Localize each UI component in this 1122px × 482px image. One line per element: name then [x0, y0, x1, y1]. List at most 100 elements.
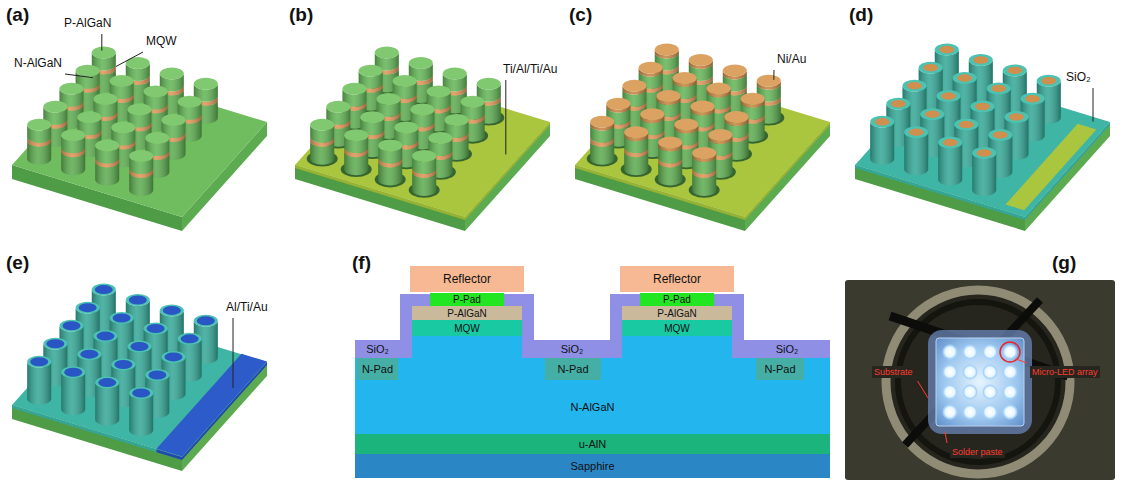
pillar-top [987, 82, 1011, 94]
pillar-top [129, 150, 153, 162]
micro-led [1003, 345, 1017, 359]
pillar-contact [1041, 77, 1056, 85]
layer-name: N-Pad [764, 363, 795, 375]
pillar-top [1005, 111, 1029, 123]
pillar-top [606, 98, 630, 110]
pillar-top [92, 47, 116, 59]
pillar-top [707, 82, 731, 94]
pillar-top [1003, 64, 1027, 76]
pillar-top [725, 111, 749, 123]
pillar-contact [957, 74, 972, 82]
pillar-contact [977, 149, 992, 157]
pillar-contact [875, 118, 890, 126]
pillar-top [178, 96, 202, 108]
pillar-contact [97, 332, 115, 341]
leader-line [233, 318, 234, 388]
pillar-top [938, 137, 962, 149]
pillar-top [343, 83, 367, 95]
layer-name: MQW [454, 323, 480, 334]
material-callout: SiO₂ [1066, 70, 1091, 85]
material-callout: Ni/Au [777, 52, 806, 67]
pillar-top [870, 116, 894, 128]
illustration-group [12, 34, 1115, 480]
pillar-contact [30, 357, 48, 366]
layer-name: u-AlN [579, 438, 607, 450]
pillar-contact [129, 296, 147, 305]
micro-led [963, 385, 977, 399]
layer-name: N-Pad [362, 363, 393, 375]
pillar-top [162, 351, 186, 363]
leader-line [945, 432, 947, 443]
pillar-contact [1007, 67, 1022, 75]
pillar-shading [95, 383, 119, 426]
pillar-top [461, 96, 485, 108]
pillar-top [1021, 93, 1045, 105]
pillar-layer [61, 372, 85, 415]
pillar-layer [972, 153, 996, 196]
panel-letter: (a) [6, 4, 29, 26]
pillar-layer [129, 393, 153, 436]
pillar-shading [972, 153, 996, 196]
pillar-shading [27, 362, 51, 405]
leader-line [773, 70, 774, 80]
contact-pad: N-Pad [357, 358, 398, 380]
micro-led [943, 345, 957, 359]
pillar-contact [181, 334, 199, 343]
pillar-top [43, 338, 67, 350]
pillar-contact [1009, 113, 1024, 121]
pillar-top [427, 85, 451, 97]
pillar-top [903, 80, 927, 92]
micro-led [983, 385, 997, 399]
pillar-top [657, 90, 681, 102]
sio2-label: SiO₂ [744, 340, 830, 358]
layer-band: Sapphire [355, 454, 830, 478]
pillar-contact [973, 56, 988, 64]
pillar-contact [943, 139, 958, 147]
pillar-top [920, 108, 944, 120]
contact-pad: P-Pad [430, 293, 504, 306]
leader-line [65, 74, 93, 78]
layer-name: Reflector [443, 273, 491, 286]
pillar-top [639, 62, 663, 74]
pillar-top [95, 377, 119, 389]
pillar-top [904, 126, 928, 138]
pillar-contact [165, 352, 183, 361]
leader-line [116, 52, 143, 67]
pillar-contact [923, 64, 938, 72]
contact-pad: P-Pad [640, 293, 714, 306]
pillar-contact [197, 316, 215, 325]
pillar-top [393, 75, 417, 87]
pillar-top [624, 126, 648, 138]
pillar-shading [938, 143, 962, 186]
pillar-top [43, 101, 67, 113]
pillar-top [935, 44, 959, 56]
contact-pad: N-Pad [756, 358, 804, 380]
pillar-contact [891, 100, 906, 108]
pillar-top [310, 119, 334, 131]
pillar-top [640, 108, 664, 120]
pillar-top [61, 366, 85, 378]
layer-name: N-Pad [557, 363, 588, 375]
layer-callout: P-AlGaN [64, 16, 111, 31]
pillar-top [708, 129, 732, 141]
layer-callout: N-AlGaN [14, 56, 62, 71]
sio2-label: SiO₂ [534, 340, 610, 358]
pillar-top [428, 132, 452, 144]
pillar-layer [938, 143, 962, 186]
pillar-shading [692, 153, 716, 196]
pillar-top [160, 67, 184, 79]
pillar-top [129, 387, 153, 399]
layer-band: P-AlGaN [622, 306, 732, 320]
panel-letter: (g) [1052, 252, 1076, 274]
pillar-top [76, 302, 100, 314]
leader-line [1093, 88, 1094, 122]
pillar-top [953, 72, 977, 84]
contact-strip-edge [157, 449, 183, 460]
pillar-top [655, 44, 679, 56]
micro-led [1003, 405, 1017, 419]
pillar-top [110, 75, 134, 87]
pillar-contact [975, 103, 990, 111]
pillar-top [27, 119, 51, 131]
pillar-shading [61, 372, 85, 415]
